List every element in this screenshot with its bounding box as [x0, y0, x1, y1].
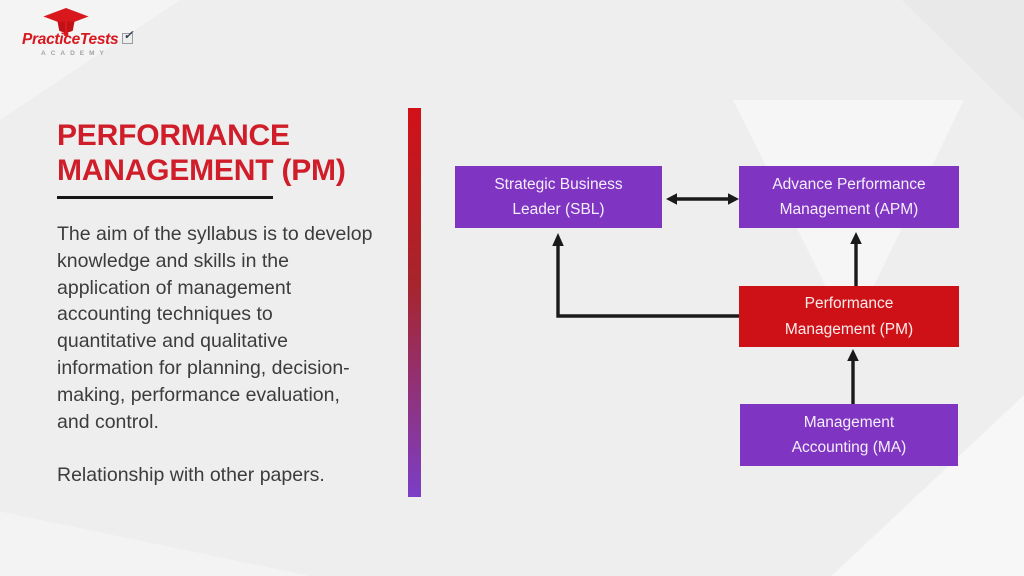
arrow-ma-pm — [847, 349, 859, 404]
checkmark-icon: ✓ — [122, 28, 134, 44]
box-label-line: Management — [803, 413, 895, 431]
arrow-pm-apm — [850, 232, 862, 286]
diagram-box-pm: Performance Management (PM) — [739, 286, 959, 347]
graduation-cap-icon — [43, 8, 89, 37]
box-label-line: Accounting (MA) — [791, 439, 907, 456]
box-label-line: Leader (SBL) — [512, 201, 605, 218]
brand-name: PracticeTests — [22, 31, 119, 48]
closing-line: Relationship with other papers. — [57, 464, 325, 486]
arrow-pm-sbl — [552, 233, 739, 318]
brand-subtitle: ACADEMY — [41, 50, 109, 57]
brand-logo: PracticeTests✓ ACADEMY — [0, 0, 180, 70]
diagram-box-ma: Management Accounting (MA) — [740, 404, 958, 466]
syllabus-paragraph: The aim of the syllabus is to develop kn… — [57, 223, 373, 433]
diagram-box-apm: Advance Performance Management (APM) — [739, 166, 959, 228]
arrow-sbl-apm — [666, 193, 739, 205]
box-label-line: Strategic Business — [494, 175, 623, 193]
box-label-line: Management (PM) — [784, 320, 914, 338]
accent-divider-bar — [408, 108, 421, 497]
box-label-line: Management (APM) — [779, 201, 919, 218]
page-title: PERFORMANCE MANAGEMENT (PM) — [57, 119, 346, 187]
diagram-box-sbl: Strategic Business Leader (SBL) — [455, 166, 662, 228]
background-triangle — [902, 0, 1024, 120]
box-label-line: Advance Performance — [772, 175, 926, 193]
background-triangle — [0, 511, 310, 576]
title-underline — [57, 196, 273, 199]
box-label-line: Performance — [804, 295, 894, 312]
